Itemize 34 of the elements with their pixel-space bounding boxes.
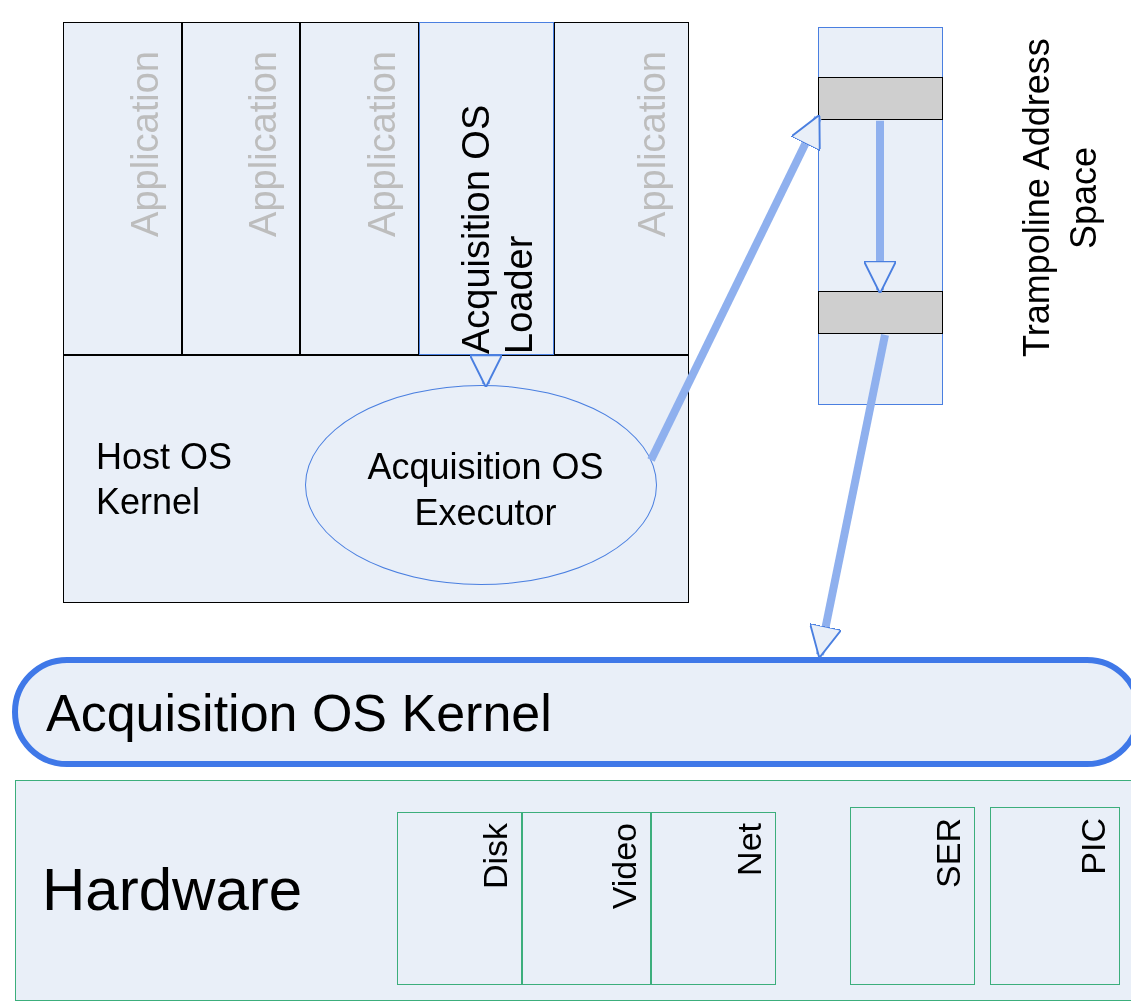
host-kernel-box xyxy=(63,355,689,603)
block-arrow xyxy=(469,354,503,389)
device-box xyxy=(989,806,1120,985)
block-arrow xyxy=(809,334,889,659)
loader-box xyxy=(419,22,554,355)
application-box xyxy=(182,22,300,355)
host-kernel-label: Host OS Kernel xyxy=(96,435,234,524)
acquisition-kernel-label: Acquisition OS Kernel xyxy=(46,683,552,743)
application-box xyxy=(300,22,419,355)
application-label: Application xyxy=(124,51,167,237)
hardware-box xyxy=(15,780,1131,1001)
application-label: Application xyxy=(361,51,404,237)
address-space-label: Trampoline Address Space xyxy=(1015,37,1105,360)
memory-block xyxy=(817,290,943,334)
device-box xyxy=(396,811,522,985)
device-box xyxy=(521,811,651,985)
memory-block xyxy=(817,76,943,120)
device-label: Disk xyxy=(475,822,515,889)
application-label: Application xyxy=(242,51,285,237)
block-arrow xyxy=(647,114,822,462)
application-box xyxy=(63,22,182,355)
application-label: Application xyxy=(631,51,674,237)
device-box xyxy=(650,811,776,985)
device-label: Net xyxy=(729,822,769,876)
device-label: SER xyxy=(928,817,968,888)
block-arrow xyxy=(863,120,897,295)
loader-label: Acquisition OS Loader xyxy=(455,103,541,354)
device-label: PIC xyxy=(1073,817,1113,875)
hardware-label: Hardware xyxy=(42,855,303,924)
device-label: Video xyxy=(604,822,644,909)
device-box xyxy=(849,806,975,985)
application-box xyxy=(554,22,689,355)
executor-label: Acquisition OS Executor xyxy=(366,444,605,536)
acquisition-kernel-box xyxy=(12,657,1131,767)
